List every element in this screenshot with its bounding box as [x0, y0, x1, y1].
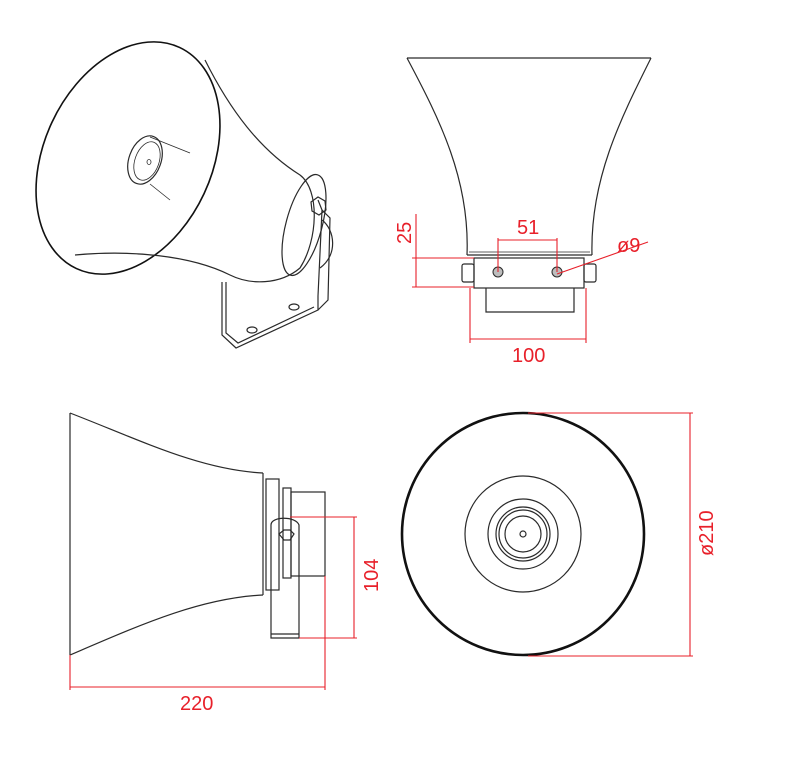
- dim-bracket-height: 25: [394, 222, 416, 244]
- isometric-view: [35, 41, 334, 349]
- front-bracket-view: [406, 57, 652, 313]
- front-circular-view: [400, 411, 646, 657]
- dim-side-height: 104: [361, 559, 383, 592]
- dim-mouth-diameter: ø210: [696, 510, 718, 556]
- dim-hole-diameter: ø9: [617, 235, 640, 257]
- front-bracket-dimensions: 25 51 ø9 100: [394, 214, 649, 367]
- front-circular-dimensions: ø210: [528, 412, 718, 657]
- side-view-dimensions: 104 220: [69, 516, 383, 715]
- dim-hole-spacing: 51: [517, 217, 539, 239]
- dim-bracket-width: 100: [512, 345, 545, 367]
- side-view: [69, 412, 326, 656]
- dim-overall-length: 220: [180, 693, 213, 715]
